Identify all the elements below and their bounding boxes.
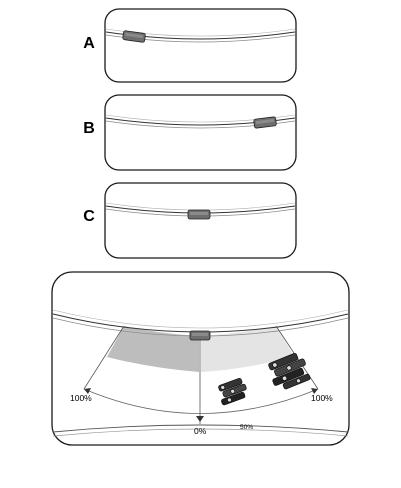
panel-c-frame xyxy=(104,182,297,259)
detail-sensor-icon xyxy=(189,330,211,341)
obstacle-large-icon xyxy=(268,353,311,390)
panel-a-frame xyxy=(104,8,297,83)
panel-label-c: C xyxy=(83,208,95,225)
panel-a-sensor-icon xyxy=(122,30,146,43)
panel-b xyxy=(104,94,297,171)
right-range-label: 100% xyxy=(311,393,333,403)
mid-range-label: 50% xyxy=(240,424,253,431)
coverage-zone-right xyxy=(201,326,294,372)
detail-panel: 100% 0% 50% 100% xyxy=(51,271,350,446)
panel-b-frame xyxy=(104,94,297,171)
range-arc xyxy=(83,388,319,414)
panel-c xyxy=(104,182,297,259)
detail-lower-line xyxy=(52,424,349,433)
obstacle-small-icon xyxy=(218,378,247,406)
center-range-label: 0% xyxy=(194,426,207,436)
left-range-label: 100% xyxy=(70,393,92,403)
panel-label-a: A xyxy=(83,35,95,52)
coverage-zone-left xyxy=(107,326,199,372)
panel-c-sensor-icon xyxy=(187,209,211,220)
detail-panel-frame xyxy=(51,271,350,446)
panel-label-b: B xyxy=(83,120,95,137)
boundary-line-left xyxy=(83,325,125,390)
panel-a xyxy=(104,8,297,83)
panel-b-sensor-icon xyxy=(253,116,277,129)
